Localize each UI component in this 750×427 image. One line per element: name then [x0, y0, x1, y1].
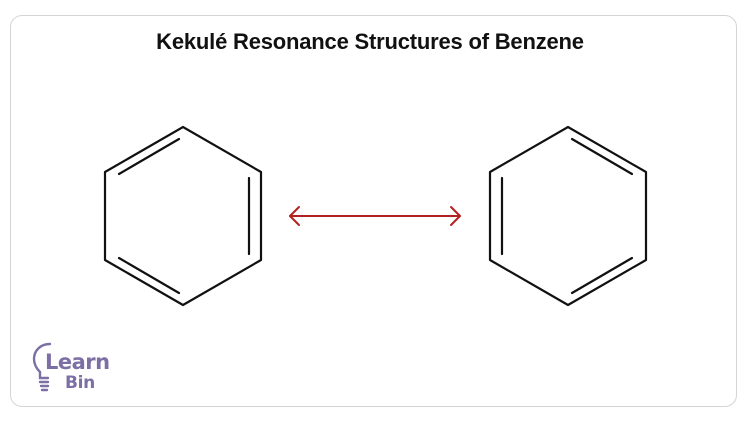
- hexagon-left: [103, 125, 263, 307]
- double-bond-top-right: [570, 137, 634, 176]
- arrow-head-left: [289, 206, 300, 226]
- double-bond-top-left: [117, 137, 181, 176]
- arrow-head-right: [450, 206, 461, 226]
- logo-text-learn: Learn: [45, 350, 110, 374]
- hexagon-right: [488, 125, 648, 307]
- lightbulb-icon: [32, 342, 52, 392]
- diagram-card: [10, 15, 737, 407]
- benzene-ring-right: [488, 125, 648, 307]
- learnbin-logo: Learn Bin: [30, 340, 120, 396]
- logo-text-bin: Bin: [65, 373, 95, 393]
- resonance-arrow: [289, 206, 461, 226]
- page-title: Kekulé Resonance Structures of Benzene: [156, 29, 584, 54]
- double-bond-bottom-left: [117, 256, 181, 295]
- benzene-ring-left: [103, 125, 263, 307]
- double-bond-bottom-right: [570, 256, 634, 295]
